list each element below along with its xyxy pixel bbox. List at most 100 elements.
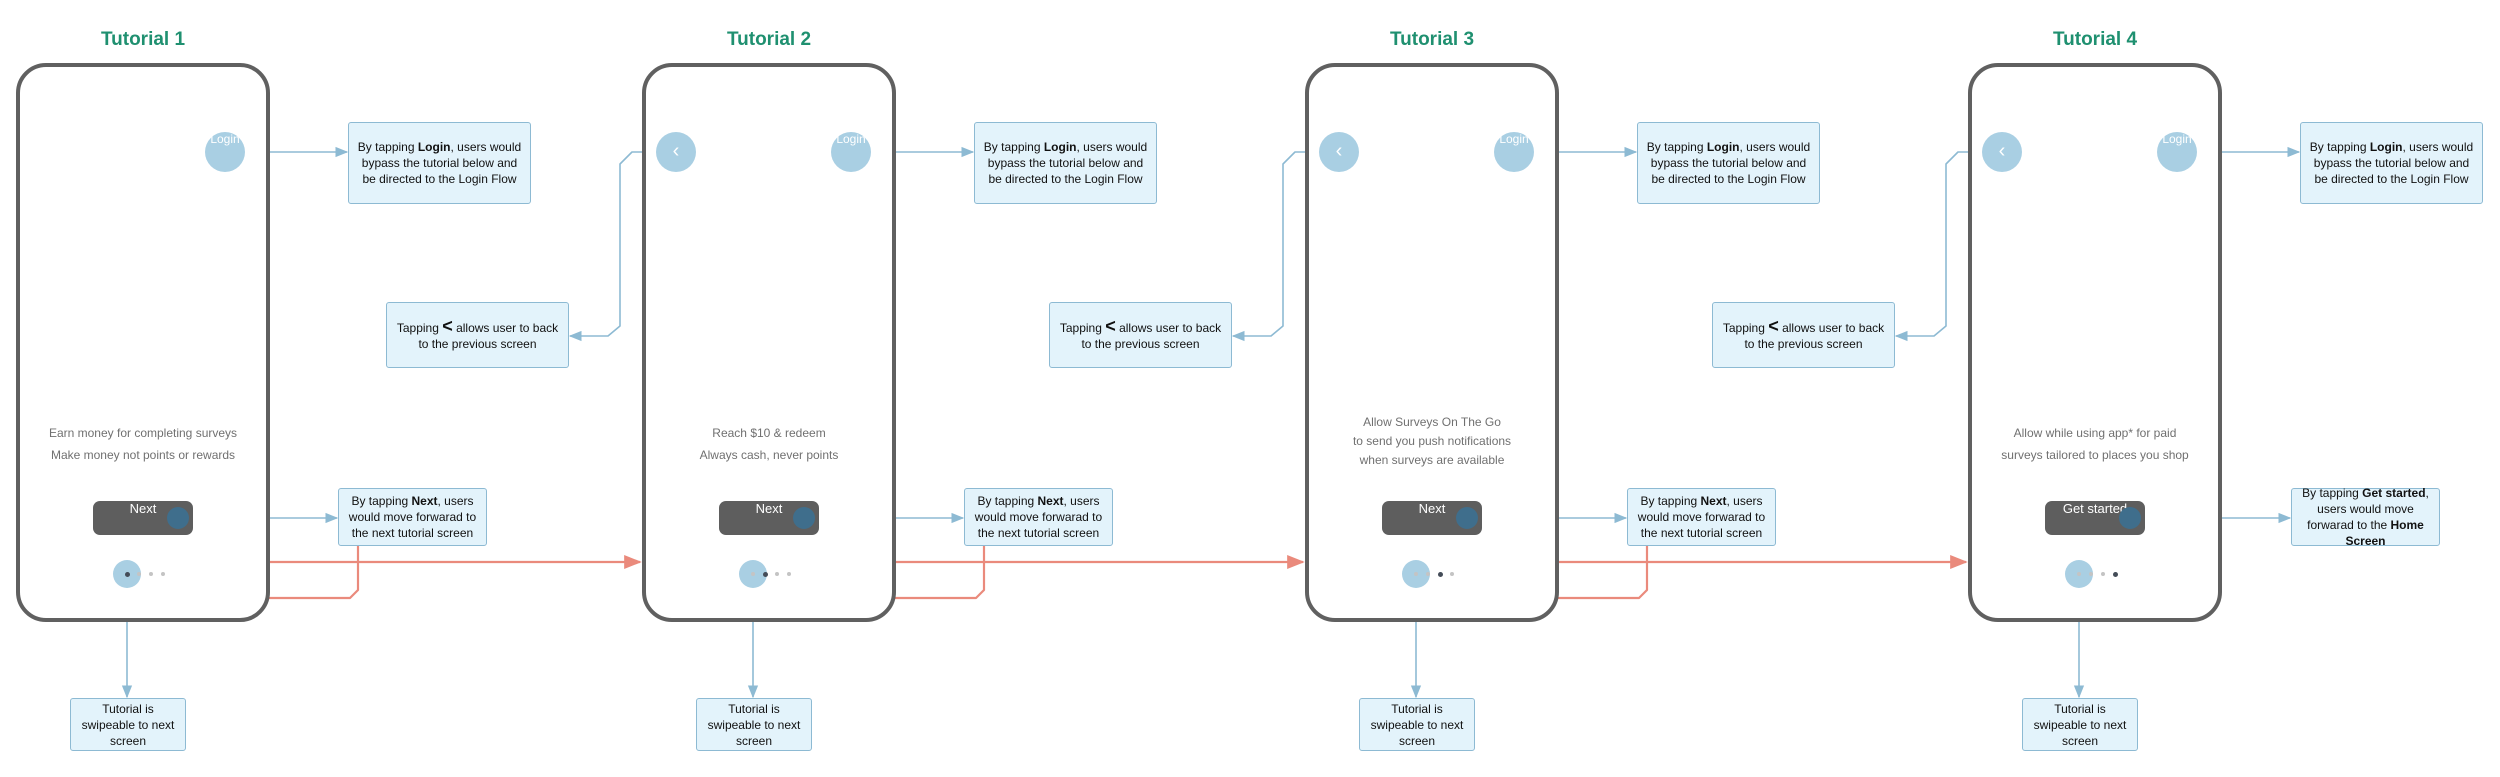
tutorial-2-login-button[interactable]: Login	[831, 132, 871, 172]
description-line: Make money not points or rewards	[50, 448, 236, 462]
tutorial-1-login-button[interactable]: Login	[205, 132, 245, 172]
tutorial-4-description: Allow while using app* for paid surveys t…	[1985, 422, 2205, 466]
back-symbol: <	[1768, 315, 1779, 336]
note-text: By tapping	[977, 494, 1038, 508]
tutorial-3-login-note-text: By tapping Login, users would bypass the…	[1644, 139, 1813, 187]
tutorial-3-back-note: Tapping < allows user to back to the pre…	[1049, 302, 1232, 368]
note-text: Tapping	[1722, 320, 1769, 335]
note-text: , users would bypass the tutorial below …	[987, 140, 1148, 186]
note-text: , users would move forwarad to the next …	[348, 494, 477, 540]
note-text: allows user to back to the previous scre…	[1081, 320, 1222, 351]
tutorial-4-pager-dot-1	[2077, 572, 2081, 576]
note-text: By tapping	[1646, 140, 1707, 154]
note-text: , users would move forwarad to the next …	[974, 494, 1103, 540]
note-text: allows user to back to the previous scre…	[418, 320, 559, 351]
tutorial-3-title: Tutorial 3	[1389, 29, 1475, 50]
note-bold-text: Home Screen	[2345, 518, 2424, 548]
note-text: By tapping	[983, 140, 1044, 154]
chevron-left-icon[interactable]: ‹	[656, 132, 696, 172]
note-text: Tutorial is swipeable to next screen	[2033, 701, 2127, 748]
tutorial-3-pager-dot-2	[1426, 572, 1430, 576]
note-text: , users would move forwarad to the	[2307, 486, 2429, 532]
tutorial-1-login-note: By tapping Login, users would bypass the…	[348, 122, 531, 204]
back-symbol: <	[1105, 315, 1116, 336]
tutorial-2-next-note: By tapping Next, users would move forwar…	[964, 488, 1113, 546]
tutorial-3-next-button[interactable]: Next	[1382, 501, 1482, 535]
note-text: By tapping	[357, 140, 418, 154]
tutorial-1-pager-dot-4	[161, 572, 165, 576]
tutorial-3-next-note-text: By tapping Next, users would move forwar…	[1634, 493, 1769, 541]
tutorial-1-pager-dot-1	[124, 571, 130, 577]
tutorial-2-back-connector	[568, 151, 656, 342]
tutorial-2-pager-dot-1	[751, 572, 755, 576]
tutorial-4-pager-dot-4	[2112, 571, 2118, 577]
button-touch-indicator	[2119, 507, 2141, 529]
tutorial-1-pager-dot-3	[149, 572, 153, 576]
description-line: surveys tailored to places you shop	[2001, 448, 2189, 462]
tutorial-4-back-note-text: Tapping < allows user to back to the pre…	[1719, 315, 1888, 352]
note-bold-text: Next	[411, 494, 438, 508]
back-symbol: <	[442, 315, 453, 336]
note-bold-text: Login	[1706, 140, 1740, 154]
tutorial-2-swipe-note-text: Tutorial is swipeable to next screen	[703, 701, 805, 749]
tutorial-1-next-button[interactable]: Next	[93, 501, 193, 535]
tutorial-2-login-note-text: By tapping Login, users would bypass the…	[981, 139, 1150, 187]
description-line: Allow Surveys On The Go	[1363, 415, 1501, 429]
tutorial-2-swipe-note: Tutorial is swipeable to next screen	[696, 698, 812, 751]
tutorial-1-swipe-note-text: Tutorial is swipeable to next screen	[77, 701, 179, 749]
tutorial-1-login-note-text: By tapping Login, users would bypass the…	[355, 139, 524, 187]
description-line: when surveys are available	[1359, 453, 1505, 467]
tutorial-4-login-button[interactable]: Login	[2157, 132, 2197, 172]
tutorial-4-login-note-text: By tapping Login, users would bypass the…	[2307, 139, 2476, 187]
tutorial-3-swipe-note: Tutorial is swipeable to next screen	[1359, 698, 1475, 751]
note-text: By tapping	[2302, 486, 2363, 500]
note-bold-text: Next	[1700, 494, 1727, 508]
note-text: Tapping	[396, 320, 443, 335]
tutorial-3-login-button[interactable]: Login	[1494, 132, 1534, 172]
tutorial-4-back-connector	[1894, 151, 1982, 342]
tutorial-2-next-button[interactable]: Next	[719, 501, 819, 535]
button-touch-indicator	[1456, 507, 1478, 529]
tutorial-3-back-note-text: Tapping < allows user to back to the pre…	[1056, 315, 1225, 352]
tutorial-1-next-note-text: By tapping Next, users would move forwar…	[345, 493, 480, 541]
note-bold-text: Login	[1043, 140, 1077, 154]
tutorial-3-swipe-note-text: Tutorial is swipeable to next screen	[1366, 701, 1468, 749]
tutorial-4-pager-dot-2	[2089, 572, 2093, 576]
tutorial-3-pager-dot-4	[1450, 572, 1454, 576]
note-text: By tapping	[2309, 140, 2370, 154]
note-bold-text: Login	[417, 140, 451, 154]
note-text: , users would bypass the tutorial below …	[361, 140, 522, 186]
description-line: Always cash, never points	[699, 448, 839, 462]
note-text: Tutorial is swipeable to next screen	[1370, 701, 1464, 748]
note-text: , users would bypass the tutorial below …	[1650, 140, 1811, 186]
chevron-left-icon[interactable]: ‹	[1319, 132, 1359, 172]
tutorial-1-next-note: By tapping Next, users would move forwar…	[338, 488, 487, 546]
tutorial-4-login-note: By tapping Login, users would bypass the…	[2300, 122, 2483, 204]
note-text: By tapping	[1640, 494, 1701, 508]
button-label: Next	[755, 501, 783, 516]
note-text: , users would move forwarad to the next …	[1637, 494, 1766, 540]
tutorial-2-pager-dot-2	[762, 571, 768, 577]
chevron-left-icon[interactable]: ‹	[1982, 132, 2022, 172]
description-line: Earn money for completing surveys	[48, 426, 238, 440]
tutorial-3-back-connector	[1231, 151, 1319, 342]
tutorial-2-back-note: Tapping < allows user to back to the pre…	[386, 302, 569, 368]
tutorial-4-get-started-note-text: By tapping Get started, users would move…	[2298, 485, 2433, 549]
tutorial-4-back-note: Tapping < allows user to back to the pre…	[1712, 302, 1895, 368]
tutorial-1-title: Tutorial 1	[100, 29, 186, 50]
tutorial-4-swipe-note-text: Tutorial is swipeable to next screen	[2029, 701, 2131, 749]
tutorial-3-next-note: By tapping Next, users would move forwar…	[1627, 488, 1776, 546]
tutorial-2-login-note: By tapping Login, users would bypass the…	[974, 122, 1157, 204]
tutorial-4-swipe-note: Tutorial is swipeable to next screen	[2022, 698, 2138, 751]
tutorial-4-pager-dot-3	[2101, 572, 2105, 576]
button-label: Get started	[2062, 501, 2128, 516]
note-bold-text: Get started	[2362, 486, 2426, 500]
tutorial-2-pager-dot-4	[787, 572, 791, 576]
tutorial-2-pager-dot-3	[775, 572, 779, 576]
description-line: Allow while using app* for paid	[2013, 426, 2177, 440]
note-text: , users would bypass the tutorial below …	[2313, 140, 2474, 186]
tutorial-3-pager-dot-3	[1437, 571, 1443, 577]
get-started-button[interactable]: Get started	[2045, 501, 2145, 535]
